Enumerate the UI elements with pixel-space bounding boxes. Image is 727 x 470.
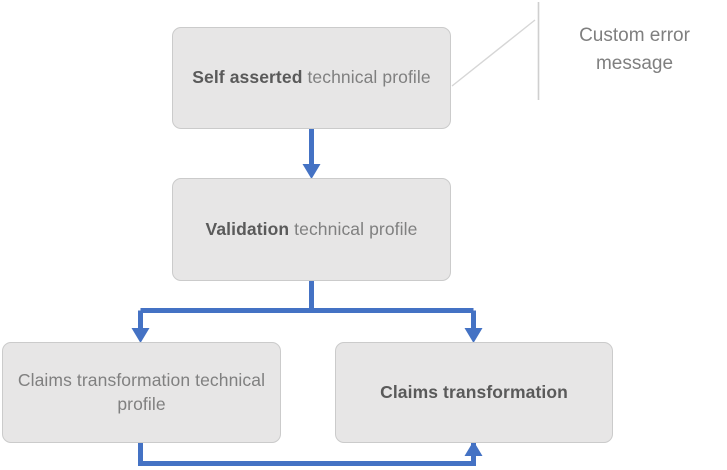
arrowhead-into-ct-profile (131, 328, 150, 343)
node-claims-transformation[interactable]: Claims transformation (335, 342, 613, 443)
node-ct-label: Claims transformation (380, 381, 568, 402)
node-validation-strong: Validation (205, 218, 290, 239)
node-claims-transformation-technical-profile[interactable]: Claims transformation technical profile (2, 342, 281, 443)
node-validation-rest: technical profile (289, 218, 418, 239)
node-validation-label: Validation technical profile (206, 218, 418, 241)
arrowhead-into-ct-bottom (464, 441, 483, 456)
callout-line-2: message (595, 52, 674, 74)
node-self-asserted-rest: technical profile (302, 67, 431, 88)
node-ct-profile-label: Claims transformation technical profile (17, 370, 266, 414)
node-self-asserted-strong: Self asserted (192, 67, 303, 88)
node-self-asserted-label: Self asserted technical profile (192, 66, 431, 89)
callout-line-1: Custom error (579, 25, 690, 46)
callout-diagonal-line (451, 19, 536, 87)
node-self-asserted-technical-profile[interactable]: Self asserted technical profile (172, 27, 451, 129)
callout-annotation: Custom error message (552, 22, 717, 77)
arrowhead-into-ct-top (464, 328, 483, 343)
arrowhead-into-validation (302, 164, 321, 179)
node-validation-technical-profile[interactable]: Validation technical profile (172, 178, 451, 281)
